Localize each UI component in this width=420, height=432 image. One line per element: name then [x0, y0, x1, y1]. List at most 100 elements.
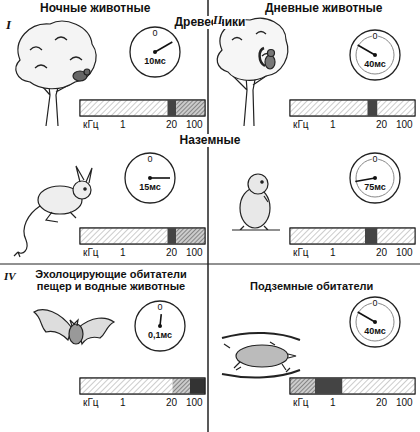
- bar-range: [315, 379, 343, 394]
- dial-hand: [358, 312, 375, 322]
- bar-range: [190, 379, 205, 394]
- bar-outline: [80, 100, 205, 116]
- time-value: 40мс: [364, 60, 386, 69]
- dial-center: [373, 320, 377, 324]
- dial-rim: [350, 153, 400, 203]
- dial-rim: [135, 301, 185, 351]
- axis-label: 20: [376, 397, 387, 408]
- dial-center: [148, 176, 152, 180]
- axis-label: 100: [186, 119, 203, 130]
- bar-range: [378, 101, 416, 116]
- frequency-bar: [290, 228, 415, 244]
- dial-hand: [155, 42, 172, 52]
- bar-range: [368, 101, 378, 116]
- dial-rim: [350, 30, 400, 80]
- axis-label: 20: [166, 119, 177, 130]
- bar-outline: [290, 228, 415, 244]
- axis-label: кГц: [83, 397, 99, 408]
- axis-label: 1: [330, 119, 336, 130]
- axis-label: кГц: [293, 247, 309, 258]
- bar-range: [173, 379, 191, 394]
- frequency-bar: [80, 228, 205, 244]
- bar-outline: [80, 228, 205, 244]
- axis-label: кГц: [293, 397, 309, 408]
- panel-heading: Эхолоцирующие обитатели пещер и водные ж…: [22, 268, 200, 292]
- dial-ring: [356, 159, 394, 197]
- dial-hand: [150, 177, 170, 179]
- axis-label: 1: [120, 397, 126, 408]
- axis-label: 20: [376, 119, 387, 130]
- axis-label: 100: [396, 247, 413, 258]
- dial-hand: [358, 45, 375, 55]
- dial-zero: 0: [372, 299, 377, 308]
- bar-range: [80, 229, 168, 244]
- dial-rim: [130, 27, 180, 77]
- bar-outline: [290, 378, 415, 394]
- time-dial: 040мс: [349, 296, 401, 348]
- panel-heading: IV: [4, 270, 16, 282]
- dial-hand: [355, 178, 375, 181]
- dial-center: [373, 53, 377, 57]
- time-value: 10мс: [144, 57, 166, 66]
- axis-label: 100: [396, 119, 413, 130]
- axis-label: 20: [166, 247, 177, 258]
- bar-outline: [80, 378, 205, 394]
- panel-heading: Древесники: [175, 16, 246, 29]
- dial-center: [153, 50, 157, 54]
- time-dial: 075мс: [349, 152, 401, 204]
- dial-zero: 0: [372, 32, 377, 41]
- axis-label: 1: [120, 247, 126, 258]
- dial-ring: [356, 303, 394, 341]
- axis-label: 1: [120, 119, 126, 130]
- axis-label: 100: [396, 397, 413, 408]
- frequency-bar: [290, 100, 415, 116]
- dial-zero: 0: [152, 29, 157, 38]
- bar-outline: [290, 100, 415, 116]
- dial-rim: [125, 153, 175, 203]
- dial-ring: [356, 36, 394, 74]
- axis-label: 100: [186, 247, 203, 258]
- axis-label: кГц: [83, 119, 99, 130]
- bar-range: [365, 229, 378, 244]
- axis-label: кГц: [293, 119, 309, 130]
- axis-label: 1: [330, 397, 336, 408]
- time-dial: 0 10мс: [129, 26, 181, 78]
- bar-range: [80, 101, 168, 116]
- bar-range: [80, 379, 173, 394]
- frequency-bar: [290, 378, 415, 394]
- axis-label: 20: [166, 397, 177, 408]
- dial-center: [158, 324, 162, 328]
- time-value: 75мс: [364, 183, 386, 192]
- time-dial: 0 40мс: [349, 29, 401, 81]
- time-dial: 0 0,1мс: [134, 300, 186, 352]
- time-dial: 015мс: [124, 152, 176, 204]
- bar-range: [290, 379, 315, 394]
- panel-heading: I: [6, 18, 11, 32]
- axis-label: 100: [186, 397, 203, 408]
- frequency-bar: [80, 100, 205, 116]
- bar-range: [290, 229, 365, 244]
- dial-zero: 0: [157, 303, 162, 312]
- time-value: 0,1мс: [148, 331, 172, 340]
- panel-heading: II: [213, 14, 222, 27]
- panel-heading: Дневные животные: [265, 2, 383, 15]
- axis-label: 1: [330, 247, 336, 258]
- bar-range: [378, 229, 416, 244]
- bat: [34, 310, 114, 344]
- axis-label: 20: [376, 247, 387, 258]
- frequency-bar: [80, 378, 205, 394]
- panel-heading: Подземные обитатели: [250, 280, 373, 292]
- dial-center: [373, 176, 377, 180]
- bar-range: [176, 101, 205, 116]
- panel-heading: Ночные животные: [40, 2, 150, 15]
- bar-range: [176, 229, 205, 244]
- panel-heading: Наземные: [180, 134, 241, 147]
- bar-range: [343, 379, 416, 394]
- divider: [0, 264, 420, 265]
- divider: [207, 0, 209, 432]
- axis-label: кГц: [83, 247, 99, 258]
- bar-range: [290, 101, 368, 116]
- dial-zero: 0: [147, 155, 152, 164]
- bar-range: [168, 229, 177, 244]
